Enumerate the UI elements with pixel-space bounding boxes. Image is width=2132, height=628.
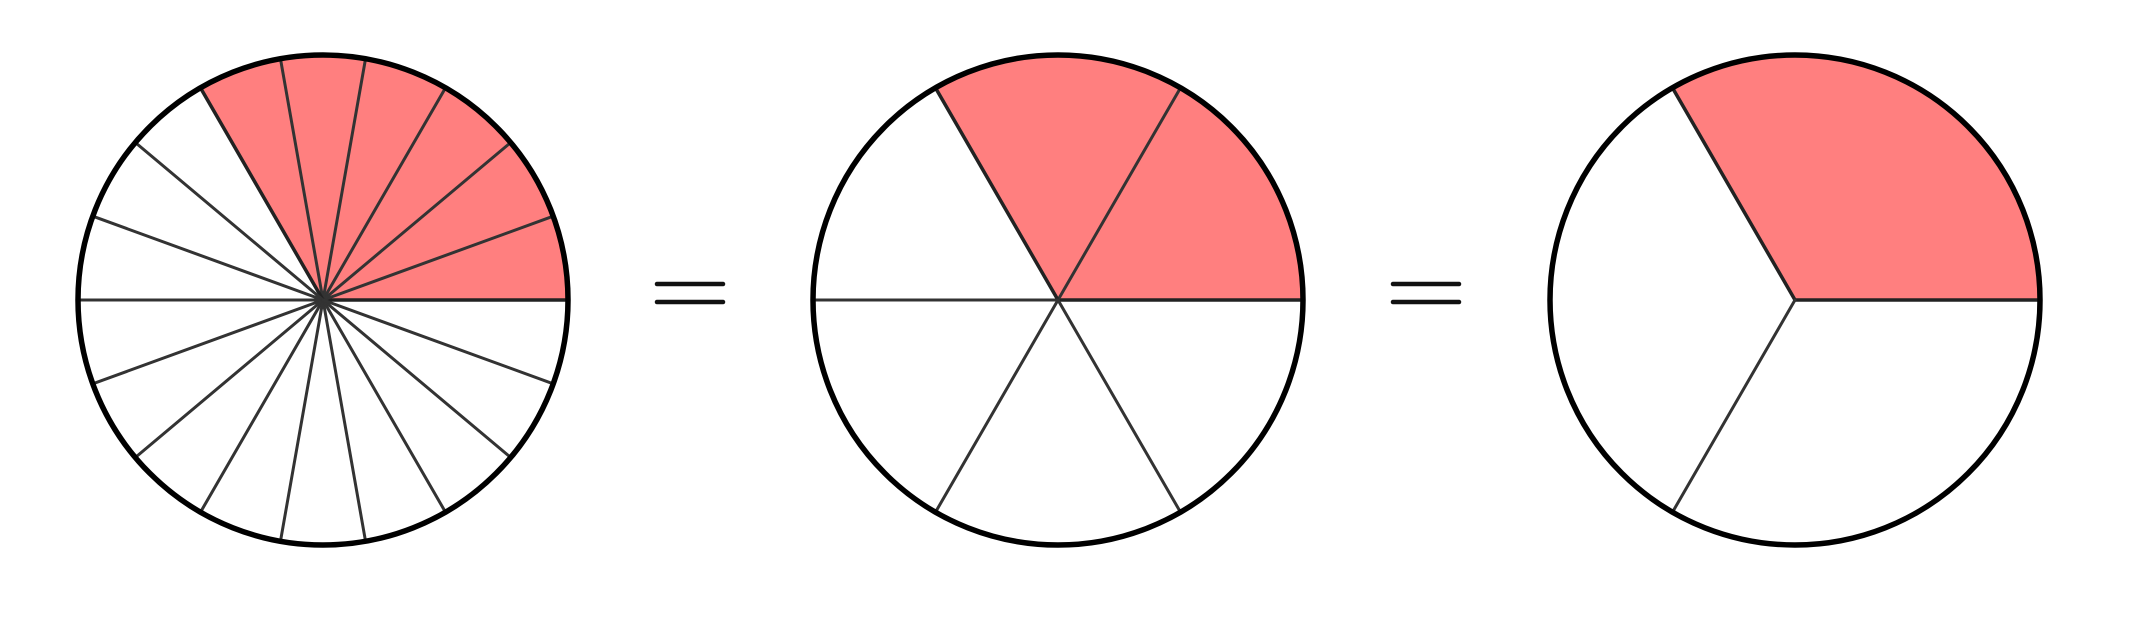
shaded-sector <box>935 55 1303 301</box>
divider-line <box>321 298 368 543</box>
divider-line <box>321 141 513 302</box>
divider-line <box>133 141 325 302</box>
circle-outline <box>1547 52 2043 548</box>
divider-line <box>278 298 325 543</box>
divider-line <box>1056 298 1182 514</box>
divider-line <box>321 298 555 386</box>
divider-line <box>133 298 325 459</box>
divider-line <box>91 298 325 386</box>
circle-thirds <box>1547 52 2043 548</box>
divider-line <box>198 86 325 302</box>
divider-line <box>91 214 325 302</box>
shaded-sector <box>200 54 568 300</box>
circle-outline <box>75 52 571 548</box>
shaded-sector <box>1672 54 2040 300</box>
divider-line <box>321 298 513 459</box>
divider-line <box>321 57 368 302</box>
divider-line <box>321 298 447 514</box>
circle-outline <box>810 52 1306 548</box>
divider-line <box>933 86 1060 302</box>
divider-line <box>1056 86 1182 302</box>
circle-eighteenths <box>75 52 571 548</box>
divider-line <box>1670 86 1797 302</box>
divider-line <box>321 214 555 302</box>
divider-line <box>278 57 325 302</box>
divider-line <box>1671 298 1797 514</box>
circle-sixths <box>810 52 1306 548</box>
divider-line <box>934 298 1060 514</box>
divider-line <box>199 298 325 514</box>
equals-sign-2 <box>1390 281 1462 305</box>
equals-sign-1 <box>654 281 726 305</box>
divider-line <box>321 86 447 302</box>
